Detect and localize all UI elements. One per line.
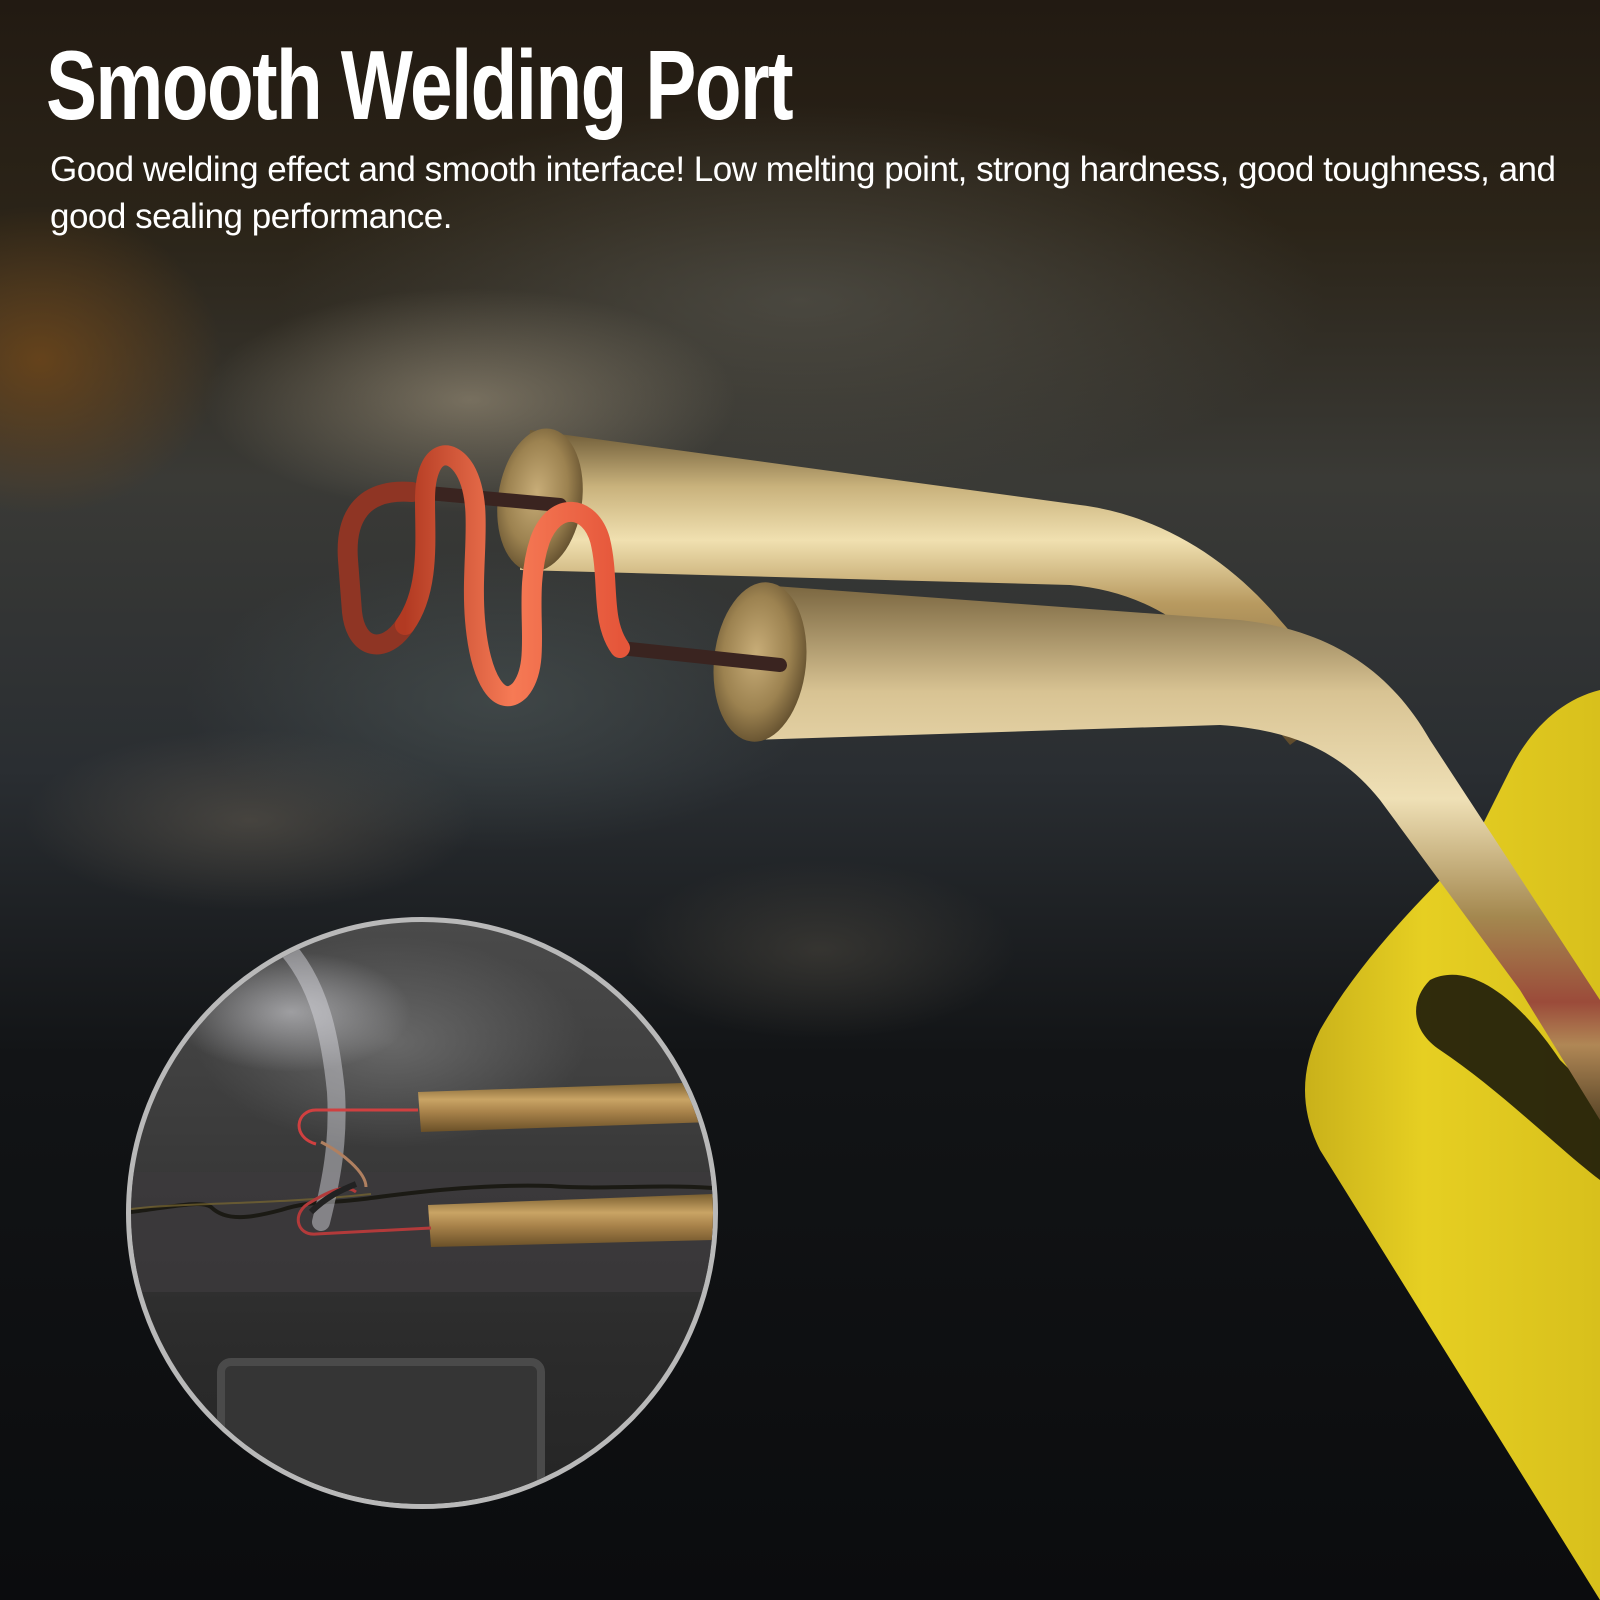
bumper-repair-illustration: [131, 933, 713, 1504]
usage-inset-photo: [126, 917, 718, 1509]
hot-staple-wire: [337, 445, 787, 706]
feature-description: Good welding effect and smooth interface…: [50, 150, 1556, 236]
headline: Smooth Welding Port: [46, 30, 794, 140]
